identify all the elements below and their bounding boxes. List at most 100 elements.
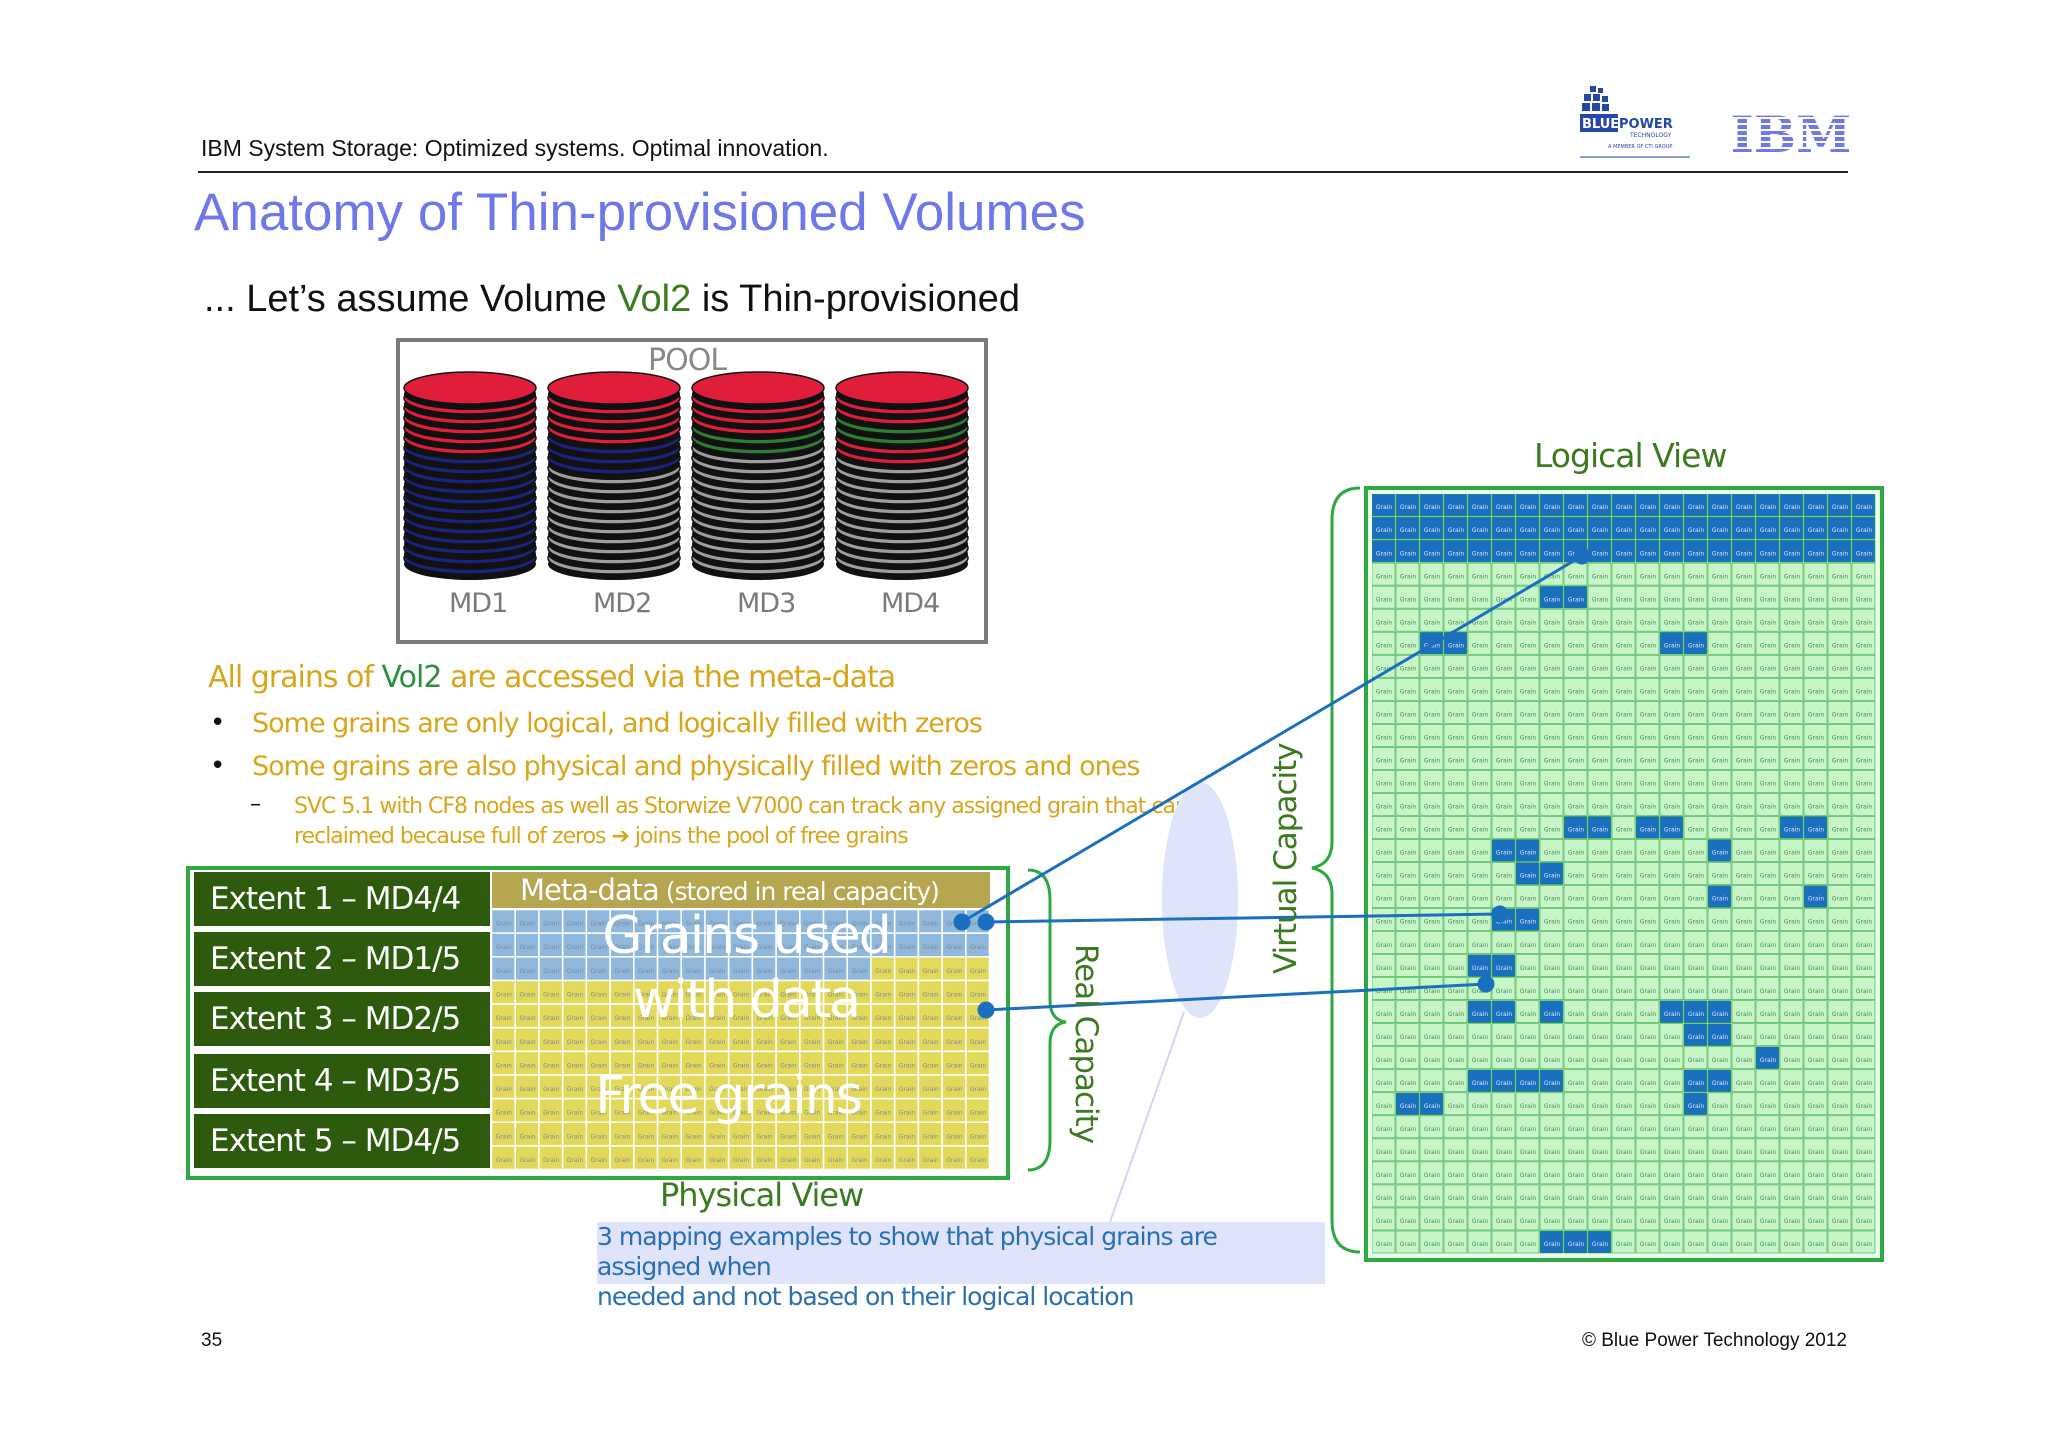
logical-grain-cell xyxy=(1827,516,1852,540)
physical-grain-cell xyxy=(942,980,966,1004)
logical-grain-cell xyxy=(1587,585,1612,609)
physical-grain-cell xyxy=(610,910,634,933)
physical-grain-text: Grain xyxy=(662,1133,678,1140)
physical-grain-cell xyxy=(492,1122,516,1146)
logical-grain-cell xyxy=(1635,494,1660,517)
physical-grain-text: Grain xyxy=(828,1110,844,1117)
physical-grain-text: Grain xyxy=(757,1086,773,1093)
physical-grain-cell xyxy=(515,1146,539,1170)
physical-grain-cell xyxy=(562,1122,587,1146)
physical-grain-text: Grain xyxy=(804,921,820,928)
physical-grain-text: Grain xyxy=(662,968,678,975)
physical-grain-text: Grain xyxy=(828,992,844,999)
logical-grain-text: Grain xyxy=(1376,619,1392,626)
logical-grain-cell xyxy=(1611,608,1636,632)
physical-grain-text: Grain xyxy=(685,1133,701,1140)
physical-grain-text: Grain xyxy=(496,992,512,999)
physical-grain-text: Grain xyxy=(519,1157,535,1164)
logical-grain-cell xyxy=(1539,631,1564,655)
logical-grain-cell xyxy=(1803,516,1828,540)
physical-grain-cell xyxy=(705,1122,729,1146)
physical-grain-cell xyxy=(610,933,634,957)
physical-grain-cell xyxy=(492,980,516,1004)
logical-grain-cell xyxy=(1827,539,1852,563)
logical-grain-cell xyxy=(1683,608,1708,632)
physical-grain-cell xyxy=(705,933,729,957)
logical-grain-text: Grain xyxy=(1616,504,1632,511)
physical-grain-text: Grain xyxy=(851,1015,867,1022)
physical-grain-text: Grain xyxy=(946,992,962,999)
physical-grain-text: Grain xyxy=(946,1086,962,1093)
logical-grain-text: Grain xyxy=(1472,642,1488,649)
logical-grain-cell xyxy=(1755,494,1780,517)
physical-grain-text: Grain xyxy=(899,1086,915,1093)
logical-grain-cell xyxy=(1635,585,1660,609)
physical-grain-cell xyxy=(823,1075,848,1099)
physical-grain-cell xyxy=(586,1146,610,1170)
info-heading-post: are accessed via the meta-data xyxy=(441,660,896,695)
physical-grain-cell xyxy=(894,910,919,933)
physical-grain-cell xyxy=(515,1122,539,1146)
logical-grain-cell xyxy=(1731,516,1756,540)
physical-grain-text: Grain xyxy=(591,1062,607,1069)
logical-view-label: Logical View xyxy=(1534,436,1727,475)
ibm-logo-text: IBM xyxy=(1733,108,1849,158)
physical-grain-cell xyxy=(633,1027,658,1052)
disk-platter xyxy=(403,371,537,405)
ibm-logo: IBM xyxy=(1731,105,1852,164)
logical-grain-text: Grain xyxy=(1616,619,1632,626)
physical-grain-text: Grain xyxy=(780,1110,796,1117)
free-grains-label: Free grains xyxy=(595,1066,863,1126)
logical-grain-cell xyxy=(1419,585,1444,609)
logical-grain-text: Grain xyxy=(1376,504,1392,511)
physical-grain-text: Grain xyxy=(757,992,773,999)
physical-grain-cell xyxy=(681,956,705,981)
logical-grain-text: Grain xyxy=(1424,619,1440,626)
logical-grain-cell xyxy=(1803,494,1828,517)
physical-grain-text: Grain xyxy=(804,1157,820,1164)
physical-grain-cell xyxy=(562,980,587,1004)
logical-grain-cell xyxy=(1419,516,1444,540)
logical-grain-text: Grain xyxy=(1808,527,1824,534)
physical-grain-cell xyxy=(492,1146,516,1170)
physical-grain-text: Grain xyxy=(899,1015,915,1022)
physical-grain-cell xyxy=(752,1051,776,1075)
physical-grain-text: Grain xyxy=(851,1133,867,1140)
physical-grain-text: Grain xyxy=(709,992,725,999)
physical-grain-cell xyxy=(657,1098,682,1123)
physical-grain-text: Grain xyxy=(757,1015,773,1022)
md4-label: MD4 xyxy=(881,588,940,619)
physical-grain-text: Grain xyxy=(567,968,583,975)
physical-grain-text: Grain xyxy=(591,1110,607,1117)
physical-grain-text: Grain xyxy=(757,1062,773,1069)
logical-grain-cell xyxy=(1539,516,1564,540)
subtitle-pre: ... Let’s assume Volume xyxy=(204,278,618,320)
physical-grain-text: Grain xyxy=(614,921,630,928)
physical-grain-text: Grain xyxy=(946,1015,962,1022)
logical-grain-text: Grain xyxy=(1736,504,1752,511)
physical-grain-text: Grain xyxy=(946,1039,962,1046)
logical-grain-cell xyxy=(1683,494,1708,517)
physical-grain-text: Grain xyxy=(899,992,915,999)
physical-grain-text: Grain xyxy=(828,1039,844,1046)
metadata-note: (stored in real capacity) xyxy=(658,877,940,906)
logical-grain-cell xyxy=(1467,585,1492,609)
logical-grain-cell xyxy=(1611,539,1636,563)
logical-grain-cell xyxy=(1443,539,1468,563)
logical-grain-cell xyxy=(1419,494,1444,517)
logical-grain-cell xyxy=(1731,608,1756,632)
physical-grain-cell xyxy=(823,1004,848,1028)
sub-bullet-line2-pre: reclaimed because full of zeros xyxy=(294,824,612,849)
logical-grain-cell xyxy=(1587,494,1612,517)
physical-grain-text: Grain xyxy=(780,1062,796,1069)
physical-grain-cell xyxy=(918,1027,942,1052)
physical-grain-text: Grain xyxy=(780,944,796,951)
physical-grain-text: Grain xyxy=(970,1133,986,1140)
physical-grain-cell xyxy=(705,1027,729,1052)
logical-grain-cell xyxy=(1539,608,1564,632)
bullet-marker-2: • xyxy=(210,751,226,781)
logical-grain-text: Grain xyxy=(1592,550,1608,557)
physical-grain-cell xyxy=(752,956,776,981)
